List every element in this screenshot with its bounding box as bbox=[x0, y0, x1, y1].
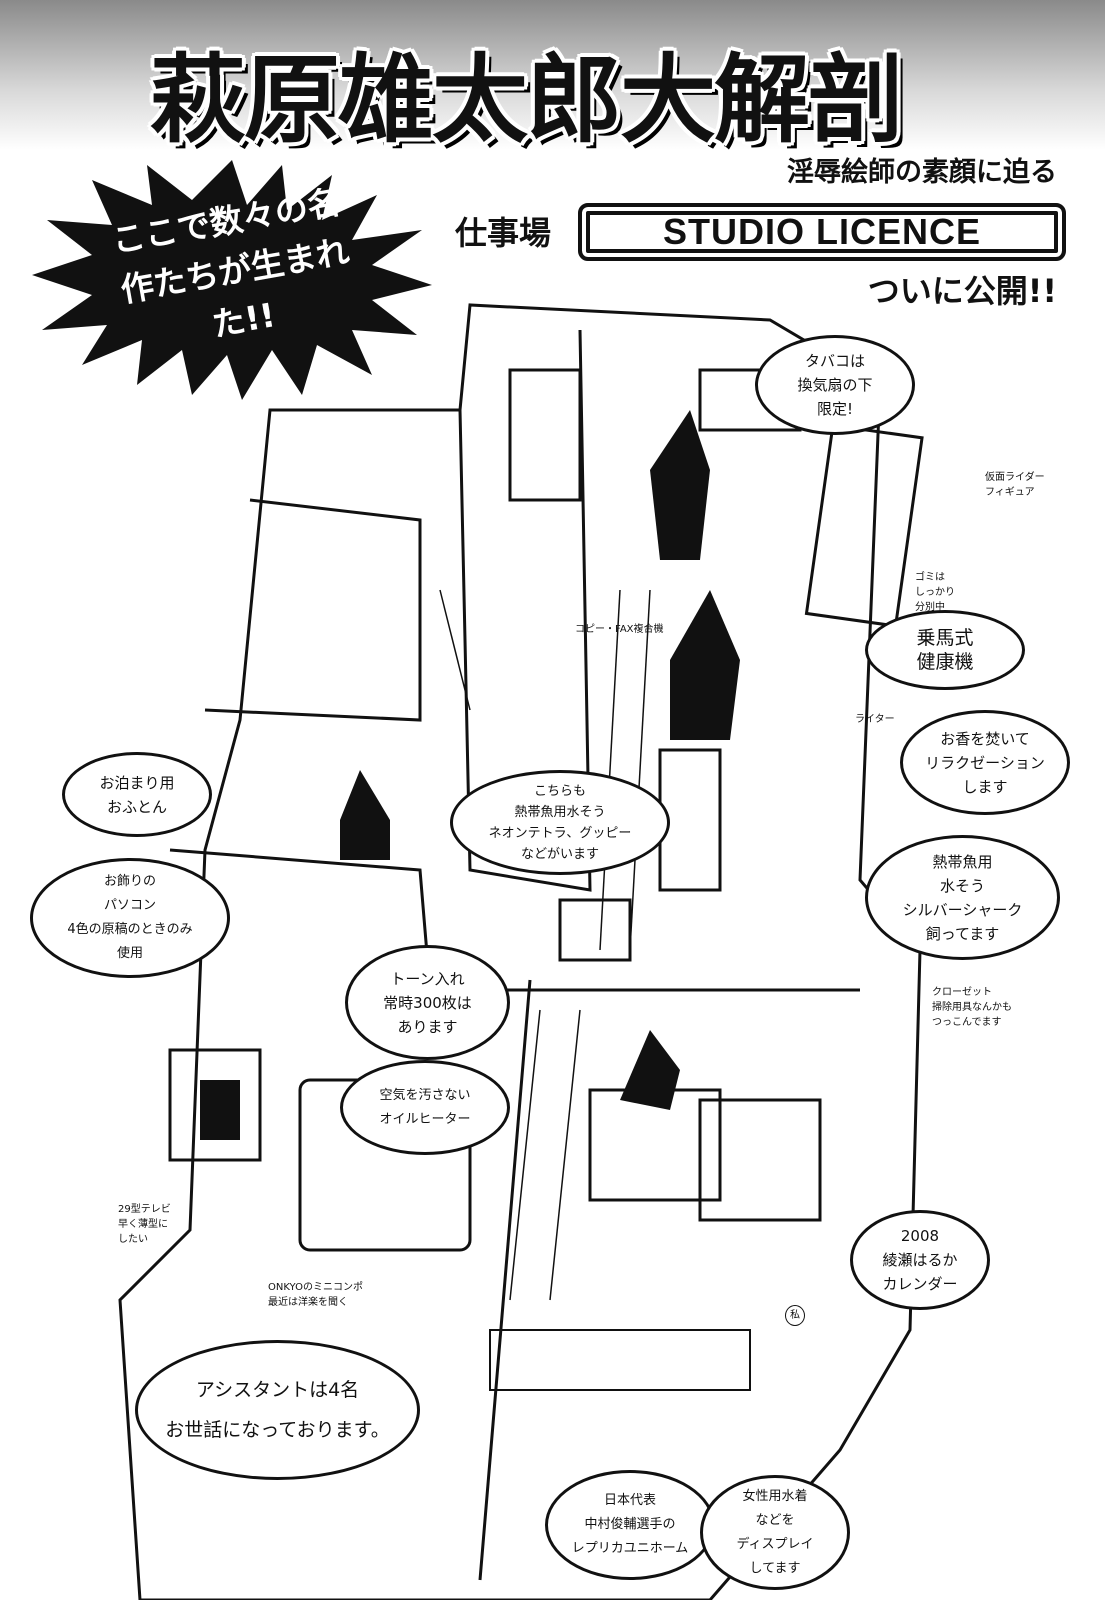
bubble-horse-machine: 乗馬式 健康機 bbox=[865, 610, 1025, 690]
bubble-heater: 空気を汚さない オイルヒーター bbox=[340, 1060, 510, 1155]
studio-floorplan-illustration bbox=[118, 303, 924, 1600]
header-gradient bbox=[0, 0, 1105, 150]
bubble-tone: トーン入れ 常時300枚は あります bbox=[345, 945, 510, 1060]
starburst-icon bbox=[32, 160, 432, 400]
page-title: 萩原雄太郎大解剖 bbox=[150, 44, 904, 156]
bubble-tropical-fish-right: 熱帯魚用 水そう シルバーシャーク 飼ってます bbox=[865, 835, 1060, 960]
bubble-computer: お飾りの パソコン 4色の原稿のときのみ 使用 bbox=[30, 858, 230, 978]
note-me: 私 bbox=[785, 1305, 805, 1326]
bubble-swimsuit: 女性用水着 などを ディスプレイ してます bbox=[700, 1475, 850, 1590]
note-trash: ゴミは しっかり 分別中 bbox=[915, 572, 955, 613]
bubble-incense: お香を焚いて リラクゼーション します bbox=[900, 710, 1070, 815]
studio-name-box: STUDIO LICENCE bbox=[578, 203, 1066, 261]
bubble-uniform: 日本代表 中村俊輔選手の レプリカユニホーム bbox=[545, 1470, 715, 1580]
bubble-calendar: 2008 綾瀬はるか カレンダー bbox=[850, 1210, 990, 1310]
subtitle: 淫辱絵師の素顔に迫る bbox=[787, 157, 1057, 188]
note-tv: 29型テレビ 早く薄型に したい bbox=[118, 1204, 171, 1245]
studio-name: STUDIO LICENCE bbox=[662, 211, 981, 252]
bubble-cigarette: タバコは 換気扇の下 限定! bbox=[755, 335, 915, 435]
note-onkyo: ONKYOのミニコンポ 最近は洋楽を聞く bbox=[268, 1282, 363, 1308]
note-copier: コピー・FAX複合機 bbox=[575, 624, 664, 635]
workplace-label: 仕事場 bbox=[455, 214, 552, 252]
bubble-tropical-fish-center: こちらも 熱帯魚用水そう ネオンテトラ、グッピー などがいます bbox=[450, 770, 670, 875]
bubble-assistants: アシスタントは4名 お世話になっております。 bbox=[135, 1340, 420, 1480]
note-rider-figure: 仮面ライダー フィギュア bbox=[985, 472, 1045, 498]
reveal-text: ついに公開!! bbox=[867, 272, 1057, 310]
bubble-futon: お泊まり用 おふとん bbox=[62, 752, 212, 837]
note-lighter: ライター bbox=[855, 714, 895, 725]
note-closet: クローゼット 掃除用具なんかも つっこんでます bbox=[932, 987, 1012, 1028]
